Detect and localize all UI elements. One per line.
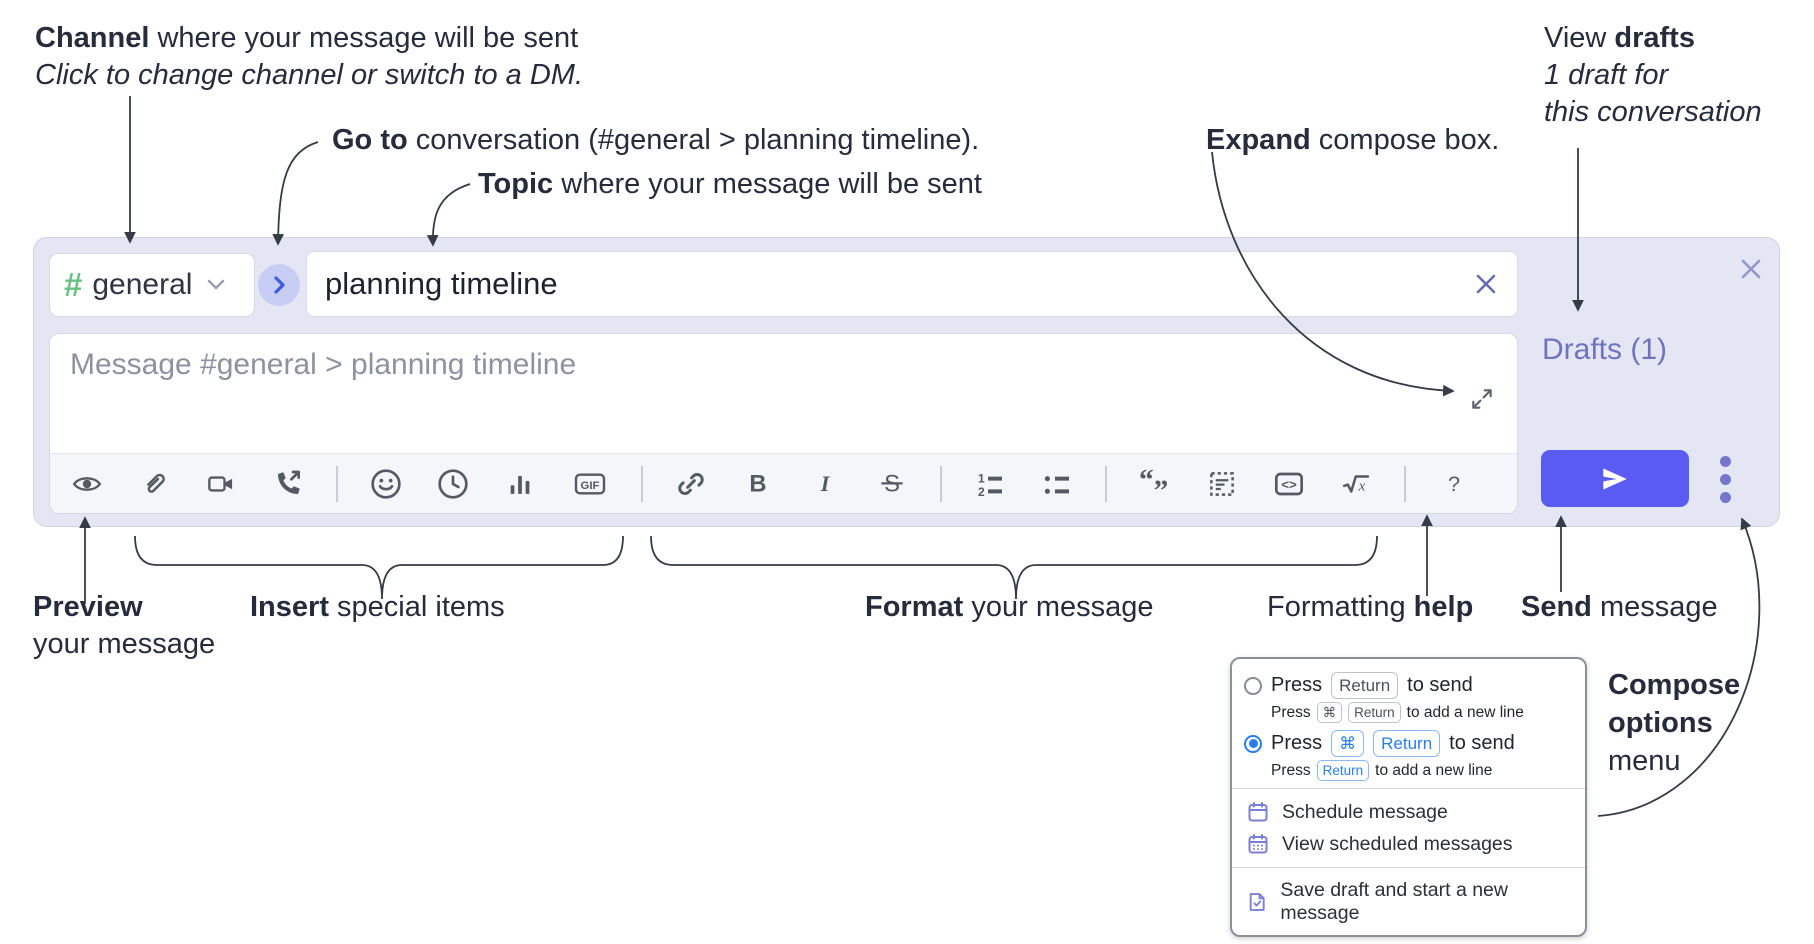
help-icon[interactable]: ? — [1435, 465, 1473, 503]
time-icon[interactable] — [434, 465, 472, 503]
svg-text:?: ? — [1448, 471, 1460, 496]
chevron-right-icon — [274, 276, 285, 294]
go-to-conversation-button[interactable] — [258, 264, 300, 306]
compose-options-annotation: Compose options menu — [1608, 669, 1741, 777]
video-call-icon[interactable] — [202, 465, 240, 503]
expand-annotation: Expand compose box. — [1206, 124, 1500, 156]
toolbar-divider — [1105, 465, 1107, 502]
bulleted-list-icon[interactable] — [1038, 465, 1076, 503]
bold-icon[interactable]: B — [739, 465, 777, 503]
svg-text:<>: <> — [1281, 477, 1297, 492]
svg-text:I: I — [820, 471, 831, 496]
kbd-cmd: ⌘ — [1316, 702, 1343, 723]
preview-annotation: Preview your message — [33, 591, 216, 660]
menu-option-cmd-return-sub: Press Return to add a new line — [1271, 760, 1573, 781]
kbd-return: Return — [1331, 672, 1399, 699]
preview-icon[interactable] — [68, 465, 106, 503]
compose-options-kebab[interactable] — [1718, 454, 1732, 504]
emoji-icon[interactable] — [367, 465, 405, 503]
poll-icon[interactable] — [501, 465, 539, 503]
topic-value: planning timeline — [325, 266, 558, 301]
compose-box: # general planning timeline Message #gen… — [33, 237, 1780, 527]
compose-options-menu: Press Return to send Press ⌘ Return to a… — [1230, 657, 1587, 937]
math-icon[interactable]: x — [1337, 465, 1375, 503]
calendar-dots-icon — [1248, 834, 1268, 854]
toolbar-divider — [940, 465, 942, 502]
expand-compose-icon[interactable] — [1469, 386, 1495, 412]
channel-selector[interactable]: # general — [49, 253, 255, 317]
link-icon[interactable] — [672, 465, 710, 503]
send-button[interactable] — [1541, 450, 1689, 507]
menu-item-schedule-message[interactable]: Schedule message — [1244, 796, 1573, 828]
menu-option-return-to-send[interactable]: Press Return to send — [1244, 672, 1573, 699]
arrow-topic — [426, 183, 471, 247]
menu-divider — [1232, 867, 1585, 868]
chevron-down-icon — [208, 279, 225, 290]
view-drafts-annotation: View drafts 1 draft for this conversatio… — [1544, 22, 1762, 128]
code-icon[interactable]: <> — [1270, 465, 1308, 503]
svg-text:GIF: GIF — [581, 480, 600, 492]
svg-text:x: x — [1358, 478, 1366, 494]
kbd-cmd: ⌘ — [1331, 730, 1365, 757]
kbd-return: Return — [1316, 760, 1370, 781]
close-compose-icon[interactable] — [1736, 254, 1766, 284]
goto-annotation: Go to conversation (#general > planning … — [332, 124, 980, 156]
svg-text:“: “ — [1139, 468, 1154, 496]
radio-unselected-icon[interactable] — [1244, 676, 1262, 695]
topic-annotation: Topic where your message will be sent — [478, 168, 982, 200]
draft-check-icon — [1249, 893, 1265, 911]
menu-item-save-draft[interactable]: Save draft and start a new message — [1244, 875, 1573, 929]
svg-text:”: ” — [1154, 475, 1169, 500]
channel-name: general — [92, 268, 193, 301]
svg-text:1: 1 — [978, 471, 985, 485]
send-plane-icon — [1603, 468, 1627, 489]
arrow-goto — [272, 141, 319, 246]
kbd-return: Return — [1348, 702, 1401, 723]
toolbar-divider — [336, 465, 338, 502]
italic-icon[interactable]: I — [806, 465, 844, 503]
voice-call-icon[interactable] — [269, 465, 307, 503]
insert-annotation: Insert special items — [250, 591, 505, 623]
send-annotation: Send message — [1521, 591, 1718, 623]
menu-item-view-scheduled-messages[interactable]: View scheduled messages — [1244, 828, 1573, 860]
formatting-help-annotation: Formatting help — [1267, 591, 1474, 623]
menu-divider — [1232, 788, 1585, 789]
clear-topic-icon[interactable] — [1473, 271, 1499, 297]
drafts-link[interactable]: Drafts (1) — [1542, 333, 1668, 366]
channel-annotation-bold: Channel — [35, 22, 150, 54]
calendar-icon — [1248, 802, 1268, 822]
topic-input[interactable]: planning timeline — [306, 251, 1518, 317]
kbd-return: Return — [1373, 730, 1441, 757]
quote-icon[interactable]: “” — [1136, 465, 1174, 503]
svg-text:B: B — [749, 470, 766, 497]
radio-selected-icon[interactable] — [1244, 734, 1262, 753]
channel-hash-icon: # — [64, 266, 83, 303]
gif-icon[interactable]: GIF — [568, 465, 612, 503]
menu-option-return-sub: Press ⌘ Return to add a new line — [1271, 702, 1573, 723]
channel-annotation: Channel where your message will be sent … — [35, 20, 583, 94]
message-placeholder: Message #general > planning timeline — [70, 348, 577, 381]
message-textarea[interactable]: Message #general > planning timeline — [49, 333, 1518, 514]
spoiler-icon[interactable] — [1203, 465, 1241, 503]
toolbar-divider — [641, 465, 643, 502]
attach-file-icon[interactable] — [135, 465, 173, 503]
strikethrough-icon[interactable]: S — [873, 465, 911, 503]
svg-text:2: 2 — [978, 485, 985, 499]
toolbar-divider — [1404, 465, 1406, 502]
channel-annotation-line2: Click to change channel or switch to a D… — [35, 59, 584, 91]
format-annotation: Format your message — [865, 591, 1154, 623]
menu-option-cmd-return-to-send[interactable]: Press ⌘ Return to send — [1244, 730, 1573, 757]
channel-annotation-rest: where your message will be sent — [149, 22, 579, 54]
